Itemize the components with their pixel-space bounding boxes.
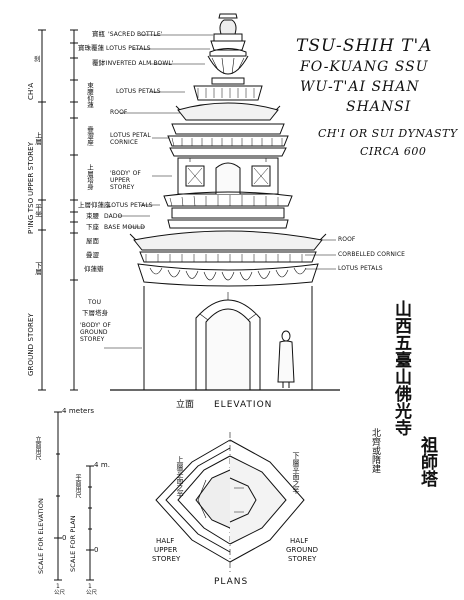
half-upper-en-1: HALF xyxy=(156,537,175,545)
half-upper-en-2: UPPER xyxy=(154,546,178,554)
scale-plan-unit: 1 xyxy=(88,583,92,590)
scale-plan-label: SCALE FOR PLAN xyxy=(69,515,77,572)
scale-plan-cn: 平面用尺 xyxy=(74,474,81,498)
label-cn-alm-bowl: 覆鉢 xyxy=(92,59,105,67)
elevation-caption-cn: 立面 xyxy=(176,400,195,410)
elevation-scale xyxy=(54,411,62,581)
band-cn-upper: 上層 xyxy=(33,132,42,145)
title-line-4: SHANSI xyxy=(346,99,412,115)
label-en-body-ground: 'BODY' OF GROUND STOREY xyxy=(80,322,111,343)
label-cn-dado: 束腰 xyxy=(86,212,99,220)
label-cn-roof-ground: 屋面 xyxy=(86,237,99,245)
title-line-1: TSU-SHIH T'A xyxy=(296,36,433,56)
scale-plan-unit-cn: 公尺 xyxy=(86,590,98,596)
label-corbelled-cornice: CORBELLED CORNICE xyxy=(338,251,406,258)
upper-storey-body xyxy=(177,157,279,195)
chinese-title-3: 北齊或隋建 xyxy=(370,428,380,473)
ground-roof xyxy=(129,230,327,287)
scale-elevation-label: SCALE FOR ELEVATION xyxy=(37,498,45,574)
label-cn-body-ground: 下層塔身 xyxy=(82,309,108,317)
ping-tso xyxy=(163,191,293,229)
label-en-lotus-petals-2: LOTUS PETALS xyxy=(116,88,161,95)
band-cn-ping: 平坐 xyxy=(33,204,42,217)
band-cha: CH'A xyxy=(27,82,35,100)
label-cn-base-mould: 下座 xyxy=(86,223,99,231)
label-cn-lotus-petals-2: 束腰仰蓮 xyxy=(85,82,94,108)
label-en-base-mould: BASE MOULD xyxy=(104,224,145,231)
half-upper-cn: 上層平面之半 xyxy=(176,456,184,498)
elevation-caption: ELEVATION xyxy=(214,400,273,410)
label-en-petal-cornice: LOTUS PETAL CORNICE xyxy=(110,132,151,146)
scale-plan-zero: 0 xyxy=(94,546,99,554)
plans-caption: PLANS xyxy=(214,577,249,587)
label-cn-body-upper: 上層塔身 xyxy=(85,164,94,190)
label-cn-lotus-petals-1: 寶珠覆蓮 xyxy=(78,44,104,52)
scale-elevation-top: 4 meters xyxy=(62,407,95,415)
chinese-title-2: 祖師塔 xyxy=(417,436,437,487)
label-en-roof-upper: ROOF xyxy=(110,109,128,116)
label-cn-lotus-petals-3: 上層仰蓮座 xyxy=(78,201,111,209)
label-lotus-petals-ground: LOTUS PETALS xyxy=(338,265,383,272)
title-line-2: FO-KUANG SSU xyxy=(300,59,429,75)
band-ground-storey: GROUND STOREY xyxy=(27,313,35,376)
dynasty-label: CH'I OR SUI DYNASTY xyxy=(318,127,458,140)
ground-storey-body xyxy=(110,286,340,391)
half-upper-en-3: STOREY xyxy=(152,555,181,563)
upper-roof xyxy=(167,102,289,157)
scale-elevation-cn: 立面用尺 xyxy=(34,436,41,460)
label-cn-sacred-bottle: 寶瓶 xyxy=(92,30,105,38)
plan-drawing xyxy=(155,432,305,572)
pagoda-finial xyxy=(193,13,263,101)
label-tou: TOU xyxy=(88,299,102,306)
label-en-alm-bowl: 'INVERTED ALM BOWL' xyxy=(104,60,174,67)
band-upper-storey: UPPER STOREY xyxy=(27,141,35,196)
label-en-lotus-petals-1: LOTUS PETALS xyxy=(106,45,151,52)
label-roof-ground: ROOF xyxy=(338,236,356,243)
label-en-sacred-bottle: 'SACRED BOTTLE' xyxy=(108,31,163,38)
label-en-dado: DADO xyxy=(104,213,123,220)
half-ground-cn: 下層平面之半 xyxy=(292,452,300,494)
half-ground-en-1: HALF xyxy=(290,537,309,545)
scale-plan-top: 4 m. xyxy=(94,461,111,469)
label-en-body-upper: 'BODY' OF UPPER STOREY xyxy=(110,170,141,191)
scale-elevation-unit: 1 xyxy=(56,583,60,590)
label-cn-lotus-ground: 仰蓮瓣 xyxy=(84,265,104,273)
half-ground-en-2: GROUND xyxy=(286,546,319,554)
band-cn-ground: 下層 xyxy=(33,262,42,275)
chinese-title-1: 山西五臺山佛光寺 xyxy=(391,300,411,436)
label-en-lotus-petals-3: LOTUS PETALS xyxy=(108,202,153,209)
label-cn-corbel: 疊澀 xyxy=(86,251,99,259)
scale-elevation-unit-cn: 公尺 xyxy=(54,590,66,596)
scale-elevation-zero: 0 xyxy=(62,534,67,542)
date-label: CIRCA 600 xyxy=(360,145,427,158)
dimension-rails xyxy=(38,29,78,391)
band-cn-cha: 刹 xyxy=(34,55,41,63)
plan-scale xyxy=(86,465,94,581)
half-ground-en-3: STOREY xyxy=(288,555,317,563)
title-line-3: WU-T'AI SHAN xyxy=(300,79,420,95)
label-cn-petal-cornice: 疊澀座 xyxy=(85,126,94,146)
